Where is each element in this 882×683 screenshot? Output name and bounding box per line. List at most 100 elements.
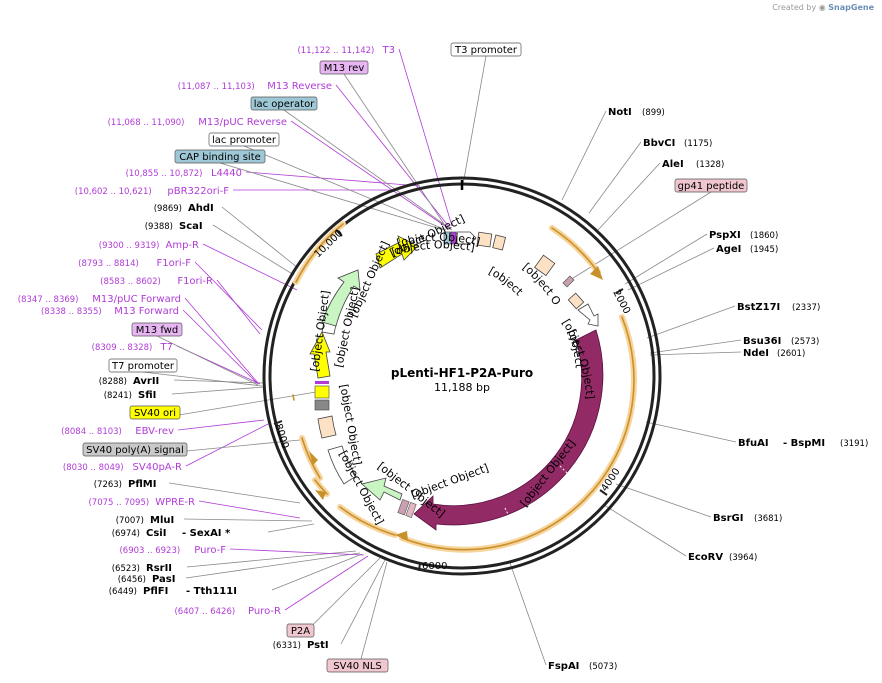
enzyme-position: (6449) bbox=[109, 587, 137, 597]
enzyme-label-left: AvrII bbox=[133, 376, 159, 387]
primer-name: M13/pUC Forward bbox=[92, 294, 181, 305]
primer-name: M13 Reverse bbox=[267, 81, 332, 92]
outer-feature-arcs bbox=[292, 221, 637, 553]
ori-feature bbox=[375, 235, 419, 269]
primer-name: Puro-R bbox=[248, 606, 281, 617]
feature-box-label: T7 promoter bbox=[111, 361, 175, 372]
primer-range: (6407 .. 6426) bbox=[174, 607, 235, 617]
enzyme-label-right: EcoRV bbox=[688, 552, 723, 563]
ebv-feature bbox=[314, 399, 330, 411]
primer-name: Puro-F bbox=[194, 545, 226, 556]
enzyme-label-left: SfiI bbox=[138, 390, 156, 401]
enzyme-label-right: Bsu36I bbox=[743, 336, 781, 347]
feature-box bbox=[82, 442, 188, 457]
watermark-prefix: Created by bbox=[772, 3, 817, 12]
enzyme-label-right: AgeI bbox=[716, 244, 741, 255]
rsv-promoter-feature bbox=[456, 231, 477, 245]
feature-box-label: SV40 poly(A) signal bbox=[86, 445, 184, 456]
primer-name: Amp-R bbox=[166, 240, 200, 251]
feature-box-label: gp41 peptide bbox=[678, 181, 745, 192]
feature-box bbox=[108, 358, 178, 373]
enzyme-label-left: PstI bbox=[307, 640, 329, 651]
feature-box bbox=[450, 42, 522, 57]
enzyme-label-left: ScaI bbox=[179, 221, 203, 232]
enzyme-label-right: PspXI bbox=[709, 230, 741, 241]
primer-name: SV40pA-R bbox=[133, 462, 182, 473]
t7-marker bbox=[315, 381, 329, 384]
enzyme-labels-left: AhdI(9869)ScaI(9388)AvrII(8288)SfiI(8241… bbox=[94, 203, 329, 651]
5ltr-feature bbox=[476, 231, 493, 248]
enzyme-label-right: NdeI bbox=[743, 348, 769, 359]
feature-box bbox=[131, 322, 183, 337]
enzyme-position: (1175) bbox=[684, 139, 712, 149]
primer-range: (9300 .. 9319) bbox=[99, 241, 160, 251]
wpre-feature bbox=[327, 445, 357, 485]
enzyme-position: (8241) bbox=[104, 391, 132, 401]
enzyme-position: (7263) bbox=[94, 480, 122, 490]
enzyme-label-left: MluI bbox=[150, 515, 174, 526]
enzyme-position: (6456) bbox=[118, 575, 146, 585]
enzyme-position: (8288) bbox=[99, 377, 127, 387]
primer-labels: T3(11,122 .. 11,142)M13 Reverse(11,087 .… bbox=[18, 45, 395, 617]
enzyme-position: (1328) bbox=[696, 160, 724, 170]
primer-name: F1ori-F bbox=[157, 258, 192, 269]
enzyme-position: (6331) bbox=[273, 641, 301, 651]
enzyme-position: (2573) bbox=[791, 337, 819, 347]
enzyme-position: (899) bbox=[642, 108, 665, 118]
tick-2000: 2000 bbox=[610, 288, 632, 316]
primer-name: M13 Forward bbox=[114, 306, 179, 317]
primer-range: (8583 .. 8602) bbox=[100, 277, 161, 287]
3ltr-feature bbox=[317, 415, 337, 439]
ampr-feature bbox=[321, 269, 361, 327]
primer-range: (7075 .. 7095) bbox=[88, 498, 149, 508]
enzyme-label-right: BsrGI bbox=[713, 513, 743, 524]
feature-box-label: lac operator bbox=[254, 99, 315, 110]
primer-range: (8793 .. 8814) bbox=[78, 259, 139, 269]
enzyme-position: (6523) bbox=[112, 564, 140, 574]
feature-box-label: P2A bbox=[291, 626, 310, 637]
enzyme-label-left: RsrII bbox=[146, 563, 172, 574]
ef1a-promoter-feature bbox=[577, 303, 599, 327]
enzyme-label-alt: - SexAI * bbox=[182, 528, 231, 539]
primer-range: (8338 .. 8355) bbox=[41, 307, 102, 317]
label-leader-lines bbox=[134, 48, 742, 673]
puror-feature bbox=[361, 477, 403, 501]
enzyme-position: (3681) bbox=[754, 514, 782, 524]
f1-ori-feature bbox=[309, 331, 331, 379]
enzyme-position: (3964) bbox=[729, 553, 757, 563]
plasmid-backbone-outer bbox=[262, 176, 662, 576]
enzyme-label-right: BbvCI bbox=[643, 138, 675, 149]
primer-name: M13/pUC Reverse bbox=[198, 117, 287, 128]
enzyme-position: (2601) bbox=[777, 349, 805, 359]
feature-box-label: SV40 ori bbox=[134, 408, 176, 419]
rre-feature bbox=[534, 254, 556, 277]
outer-arc-arrows bbox=[309, 266, 603, 541]
enzyme-label-alt: - Tth111I bbox=[186, 586, 237, 597]
feature-box-label: SV40 NLS bbox=[333, 661, 382, 672]
primer-range: (8309 .. 8328) bbox=[92, 343, 153, 353]
feature-box bbox=[129, 405, 181, 420]
primer-name: L4440 bbox=[211, 168, 242, 179]
enzyme-label-right: FspAI bbox=[548, 661, 579, 672]
primer-name: pBR322ori-F bbox=[167, 186, 229, 197]
primer-name: WPRE-R bbox=[155, 497, 195, 508]
enzyme-label-left: AhdI bbox=[188, 203, 214, 214]
primer-name: T3 bbox=[382, 45, 395, 56]
enzyme-position: (1860) bbox=[750, 231, 778, 241]
gp41-feature bbox=[562, 275, 575, 288]
primer-range: (10,602 .. 10,621) bbox=[75, 187, 152, 197]
enzyme-label-left: CsiI bbox=[146, 528, 166, 539]
enzyme-label-right: AleI bbox=[662, 159, 684, 170]
feature-box-label: T3 promoter bbox=[454, 45, 518, 56]
feature-box-label: M13 rev bbox=[324, 63, 365, 74]
feature-box bbox=[674, 178, 748, 193]
enzyme-position: (7007) bbox=[116, 516, 144, 526]
hiv-psi-feature bbox=[492, 234, 507, 251]
primer-range: (6903 .. 6923) bbox=[119, 546, 180, 556]
primer-range: (8347 .. 8369) bbox=[18, 295, 79, 305]
lac-operator-feature bbox=[450, 231, 457, 245]
snapgene-logo-icon: ◉ bbox=[818, 3, 826, 12]
enzyme-position: (2337) bbox=[792, 303, 820, 313]
